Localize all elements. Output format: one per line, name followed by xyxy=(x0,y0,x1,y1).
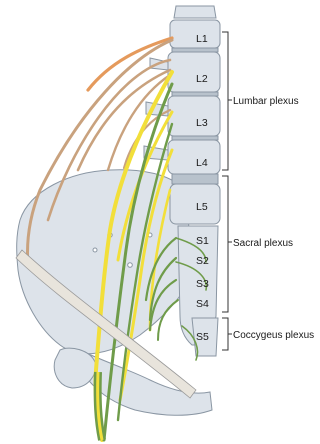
label-s1: S1 xyxy=(196,235,209,247)
sacral-bracket xyxy=(222,176,228,312)
label-s2: S2 xyxy=(196,255,209,267)
group-brackets xyxy=(222,32,232,350)
lumbar-plexus-label: Lumbar plexus xyxy=(233,96,299,107)
label-s3: S3 xyxy=(196,278,209,290)
label-l2: L2 xyxy=(196,73,208,85)
label-l1: L1 xyxy=(196,33,208,45)
lumbar-bracket xyxy=(222,32,228,170)
label-s5: S5 xyxy=(196,331,209,343)
femoral-head xyxy=(54,348,95,388)
coccygeus-plexus-label: Coccygeus plexus xyxy=(233,330,314,341)
label-l3: L3 xyxy=(196,117,208,129)
label-s4: S4 xyxy=(196,298,209,310)
sacral-plexus-label: Sacral plexus xyxy=(233,238,293,249)
coccygeus-bracket xyxy=(222,318,228,350)
label-l5: L5 xyxy=(196,201,208,213)
label-l4: L4 xyxy=(196,157,208,169)
